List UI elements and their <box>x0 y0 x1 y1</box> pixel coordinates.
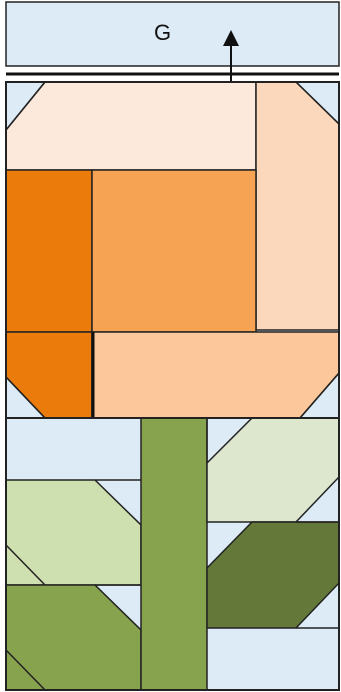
stem <box>141 418 207 690</box>
flower-bottom-strip <box>92 332 339 418</box>
flower-right-piece <box>256 82 339 330</box>
flower-center-square <box>92 170 256 332</box>
flower-left-column <box>6 170 92 332</box>
header-strip-label: G <box>154 20 171 45</box>
stem-leaves-block <box>6 418 339 690</box>
flower-block <box>6 82 339 418</box>
flower-top-piece <box>6 82 256 170</box>
header-strip: G <box>6 2 339 66</box>
header-strip-background <box>6 2 339 66</box>
